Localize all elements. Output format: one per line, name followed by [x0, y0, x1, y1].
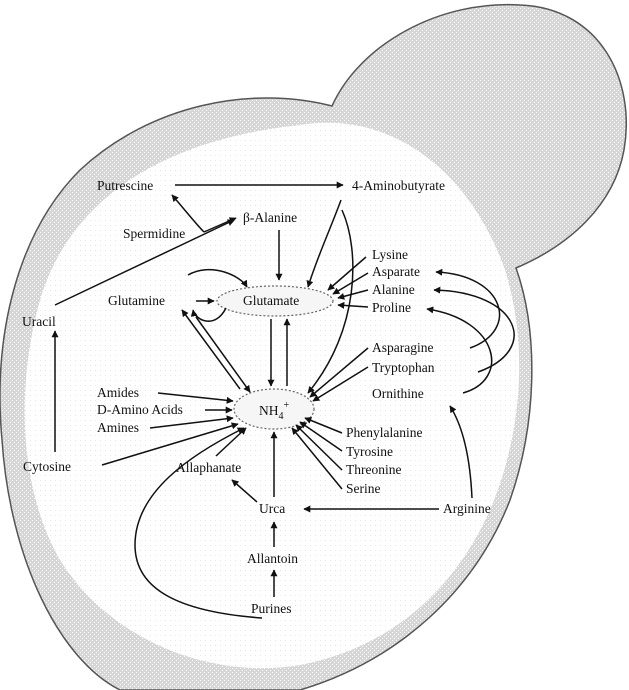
label-serine: Serine [346, 481, 381, 496]
label-allaphanate: Allaphanate [176, 460, 241, 475]
label-phenylalanine: Phenylalanine [346, 425, 422, 440]
label-tyrosine: Tyrosine [346, 444, 393, 459]
label-beta-alanine: β-Alanine [243, 210, 297, 225]
label-spermidine: Spermidine [123, 226, 185, 241]
label-proline: Proline [372, 300, 411, 315]
label-urea: Urca [259, 501, 285, 516]
label-4-aminobutyrate: 4-Aminobutyrate [352, 178, 445, 193]
label-allantoin: Allantoin [247, 551, 298, 566]
label-asparate: Asparate [372, 264, 420, 279]
label-asparagine: Asparagine [372, 340, 433, 355]
label-alanine: Alanine [372, 282, 415, 297]
label-arginine: Arginine [443, 501, 491, 516]
label-d-amino-acids: D-Amino Acids [97, 402, 183, 417]
label-putrescine: Putrescine [97, 178, 153, 193]
label-amides: Amides [97, 385, 139, 400]
label-tryptophan: Tryptophan [372, 360, 435, 375]
label-cytosine: Cytosine [23, 459, 71, 474]
label-glutamine: Glutamine [108, 293, 165, 308]
label-uracil: Uracil [22, 314, 56, 329]
label-glutamate: Glutamate [243, 293, 299, 308]
label-purines: Purines [251, 601, 292, 616]
label-ornithine: Ornithine [372, 386, 424, 401]
label-threonine: Threonine [346, 462, 401, 477]
label-lysine: Lysine [372, 247, 408, 262]
label-amines: Amines [97, 420, 139, 435]
